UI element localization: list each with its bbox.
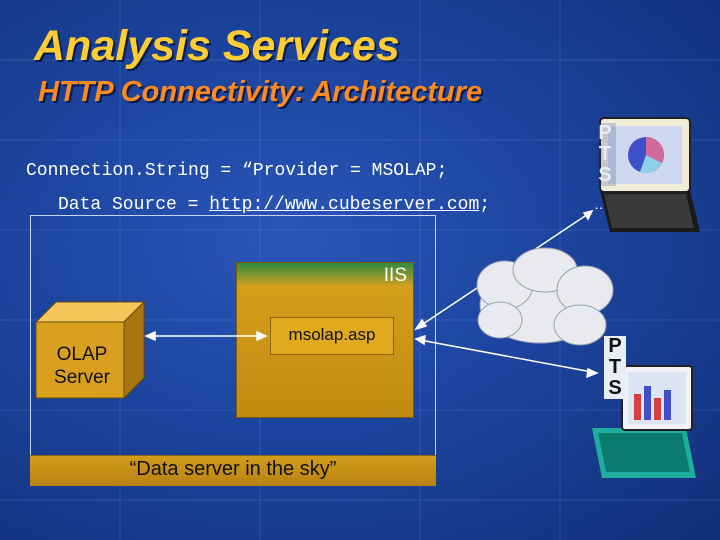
olap-server-label: OLAP Server [54,344,110,388]
connection-string-line-1: Connection.String = “Provider = MSOLAP; [26,161,448,181]
cubeserver-url: http://www.cubeserver.com [209,195,480,215]
slide-subtitle: HTTP Connectivity: Architecture [38,76,483,108]
line-terminator: ; [479,195,491,215]
msolap-asp-box: msolap.asp [270,317,394,355]
cloud-icon [476,247,614,346]
connection-string-line-2: Data Source = http://www.cubeserver.com; [58,195,490,215]
asp-to-bottom-laptop-arrow [414,334,599,379]
slide-title: Analysis Services [34,22,400,70]
data-source-label: Data Source = [58,195,210,215]
data-server-caption: “Data server in the sky” [129,458,337,480]
laptop-bar-chart-icon [592,365,696,478]
iis-header-bar [237,263,413,287]
iis-label: IIS [383,265,407,286]
pts-label-top: P T S [594,123,616,186]
footer-bar [30,455,436,486]
olap-server-cube-icon [34,300,146,400]
laptop-pie-chart-icon [599,117,700,232]
pts-label-bottom: P T S [604,336,626,399]
olap-to-asp-arrow [144,330,268,342]
